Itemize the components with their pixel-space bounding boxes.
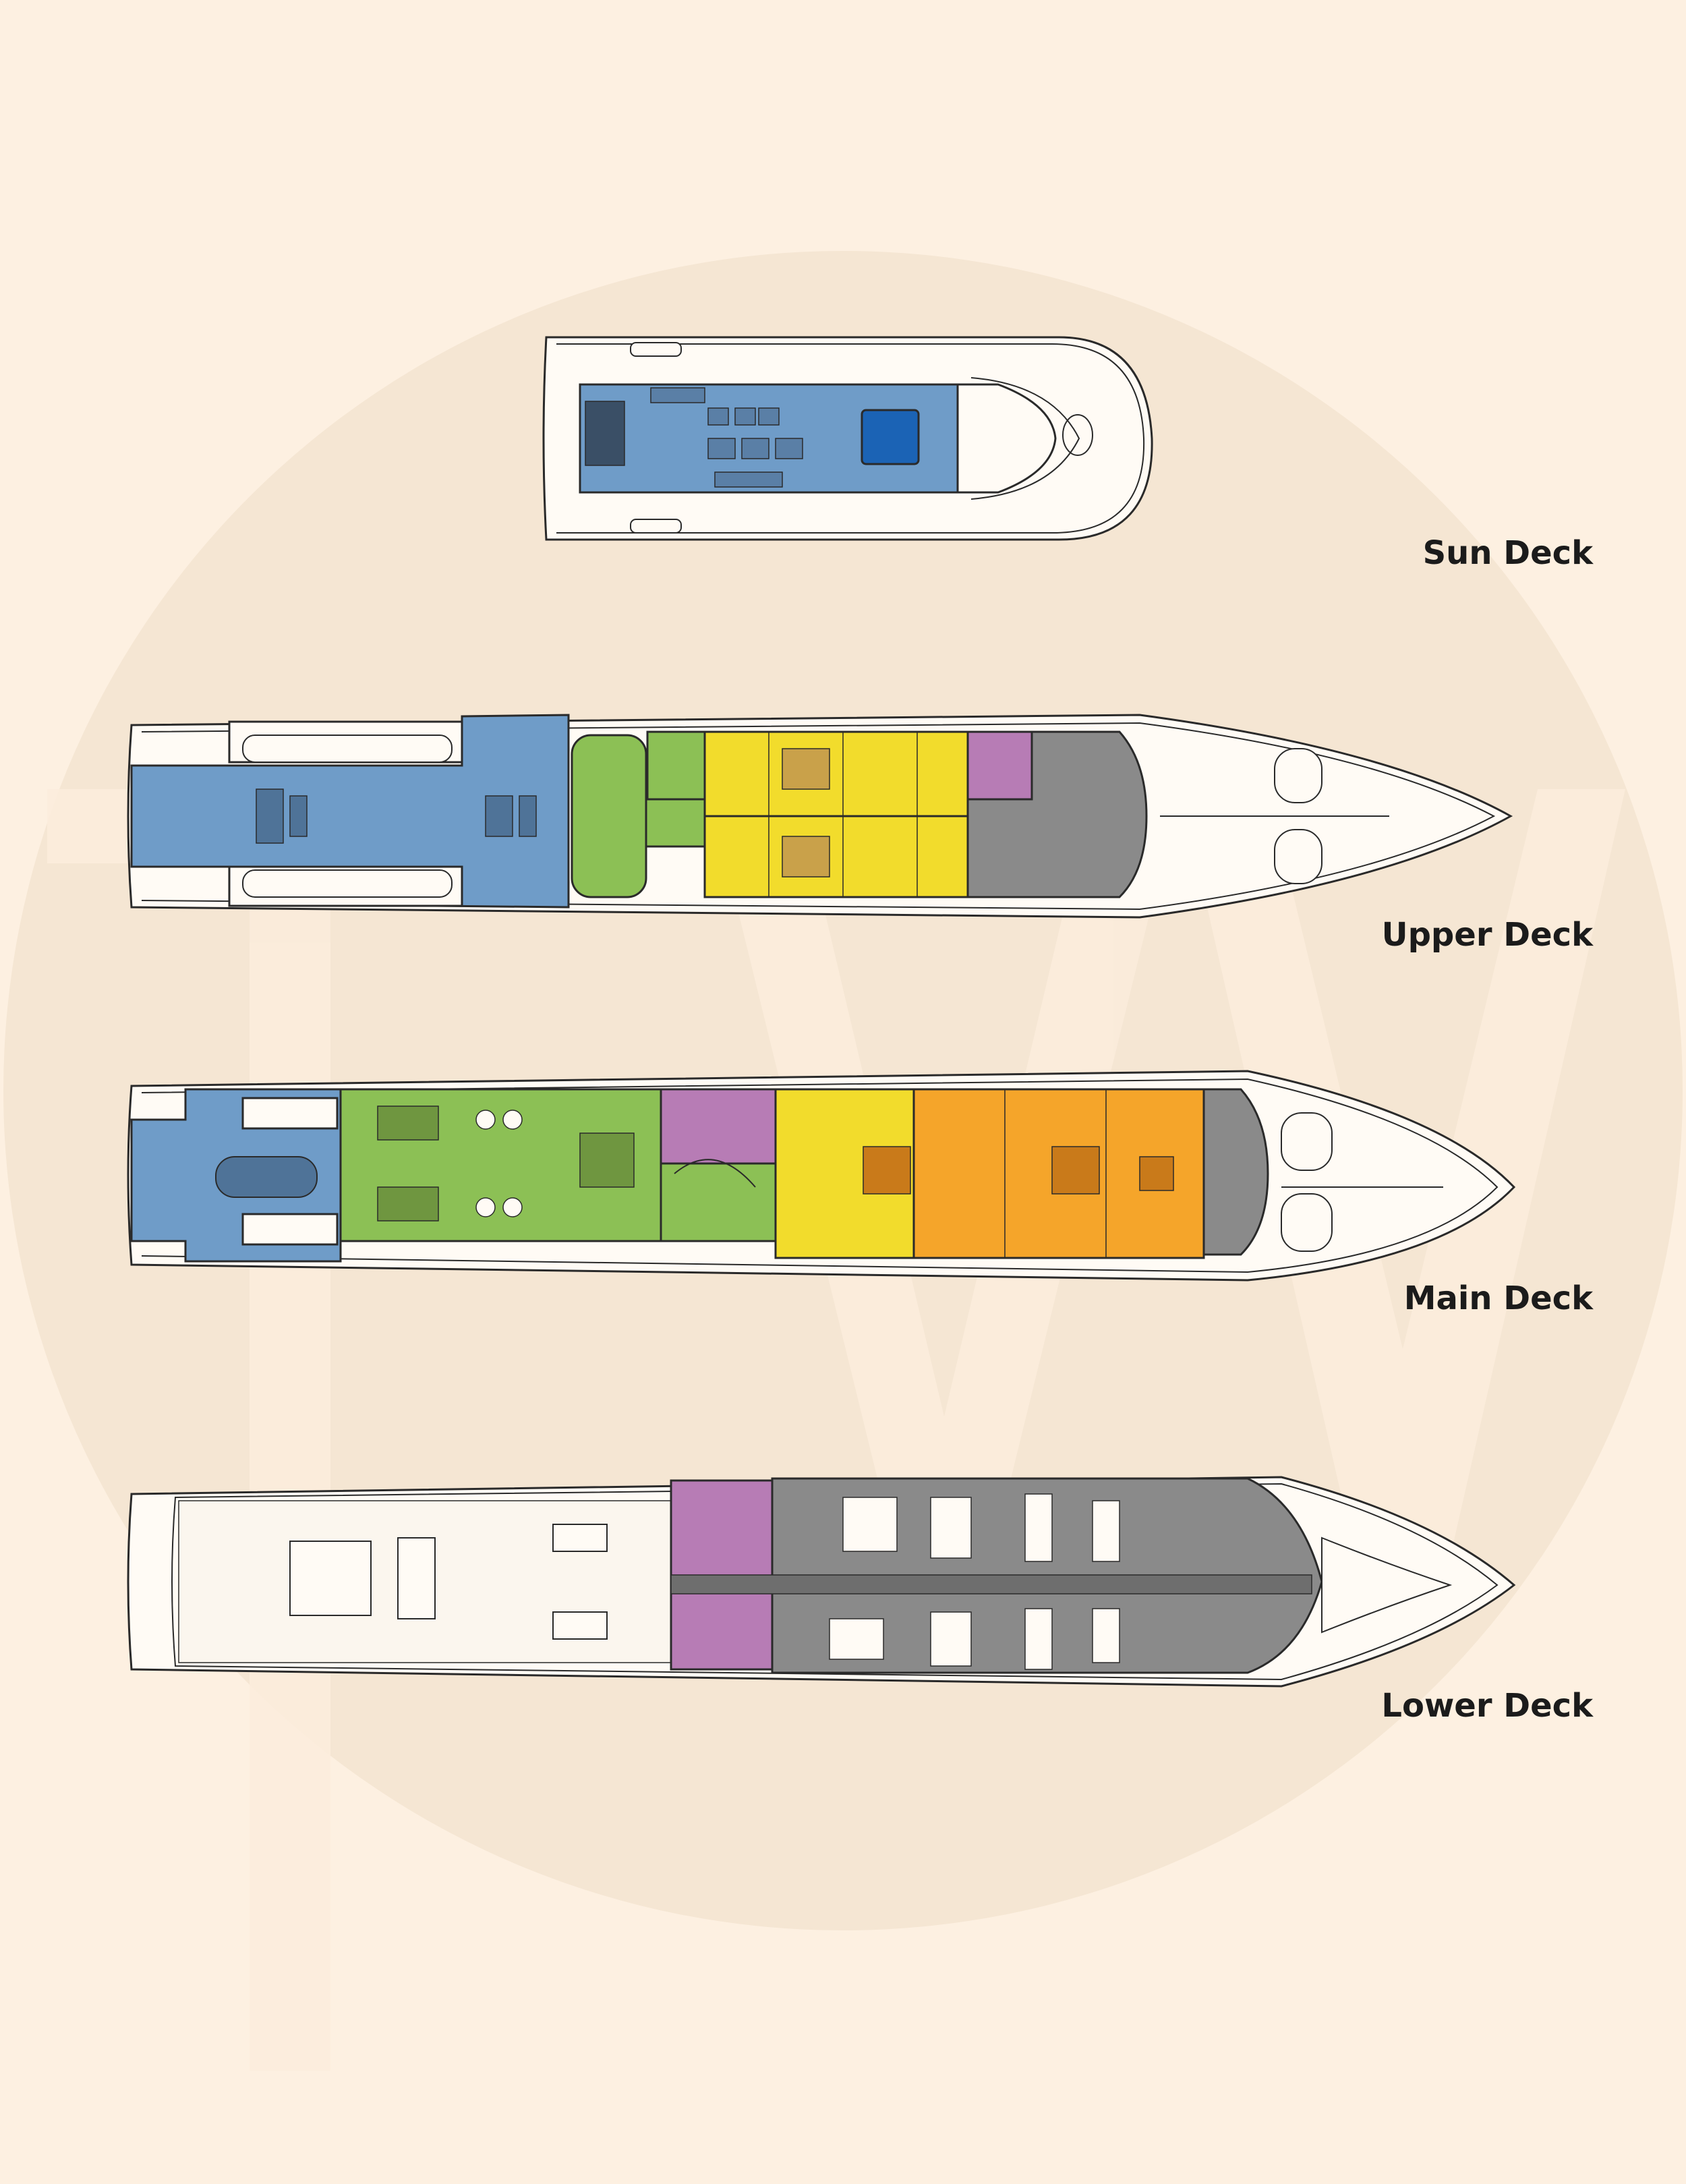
main-deck-bridge-area [1202,1088,1269,1256]
sun-deck-plan [542,336,1153,541]
lower-deck-label: Lower Deck [1381,1687,1594,1725]
main-deck-label: Main Deck [1404,1280,1594,1317]
main-deck-plan [127,1070,1516,1282]
upper-deck-wheelhouse [966,730,1148,898]
upper-deck-label: Upper Deck [1382,916,1594,954]
upper-deck-vip-cabin-starboard [703,815,969,898]
upper-deck-plan [127,714,1513,919]
upper-deck-pantry [966,730,1033,801]
sun-deck-jacuzzi [861,409,920,465]
main-deck-dining-table [215,1156,318,1198]
lower-deck-crew-corridor [670,1574,1312,1594]
upper-deck-vip-cabin-port [703,730,969,817]
sun-deck-label: Sun Deck [1423,534,1594,572]
lower-deck-plan [127,1476,1516,1688]
upper-deck-sky-lounge [571,734,647,898]
